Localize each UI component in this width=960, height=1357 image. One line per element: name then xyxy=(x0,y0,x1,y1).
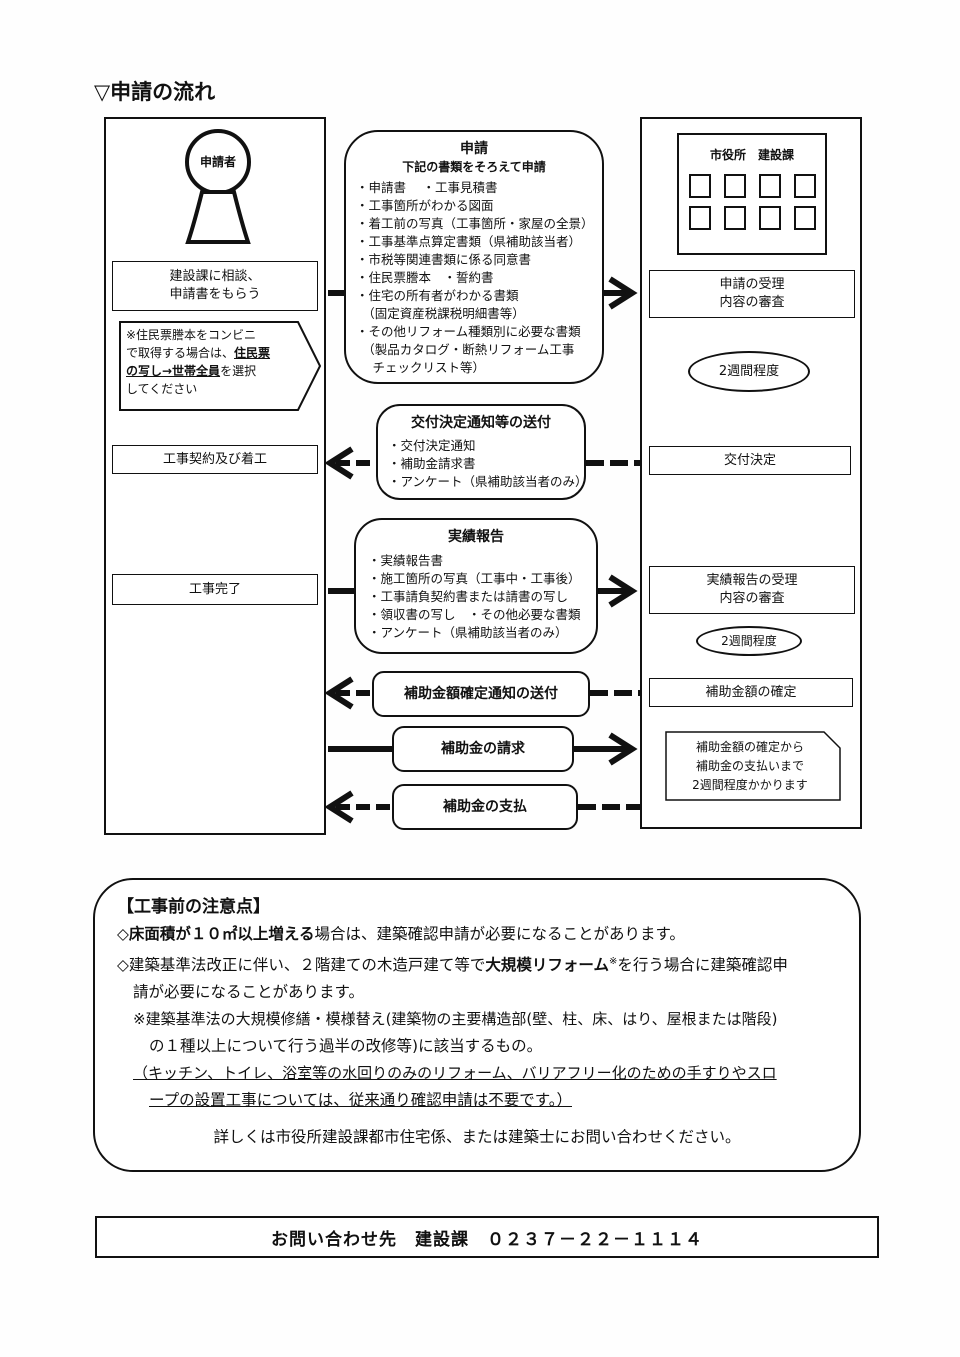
notice-title: 交付決定通知等の送付 xyxy=(411,415,551,431)
precaution-note4: ープの設置工事については、従来通り確認申請は不要です。） xyxy=(149,1091,572,1110)
list-item: ・工事請負契約書または請書の写し xyxy=(368,589,569,604)
list-item: ・市税等関連書類に係る同意書 xyxy=(356,252,532,267)
city-hall-icon: 市役所 建設課 xyxy=(677,133,827,255)
report-receipt-line1: 実績報告の受理 xyxy=(706,573,798,588)
contact-box: お問い合わせ先 建設課 ０２３７－２２－１１１４ xyxy=(95,1216,879,1258)
list-item: ・住民票謄本 ・誓約書 xyxy=(356,270,494,285)
precaution-line2: ◇建築基準法改正に伴い、２階建ての木造戸建て等で大規模リフォーム※を行う場合に建… xyxy=(117,948,859,979)
application-box: 申請 下記の書類をそろえて申請 ・申請書 ・工事見積書 ・工事箇所がわかる図面 … xyxy=(344,130,604,384)
payment-note-line1: 補助金額の確定から xyxy=(695,739,804,754)
list-item: ・着工前の写真（工事箇所・家屋の全景） xyxy=(356,216,594,231)
applicant-label: 申請者 xyxy=(199,155,236,169)
list-item: チェックリスト等） xyxy=(356,360,485,375)
report-box: 実績報告 ・実績報告書 ・施工箇所の写真（工事中・工事後） ・工事請負契約書また… xyxy=(354,518,598,654)
list-item: ・領収書の写し ・その他必要な書類 xyxy=(368,607,581,622)
precaution-note3: （キッチン、トイレ、浴室等の水回りのみのリフォーム、バリアフリー化のための手すり… xyxy=(133,1064,777,1083)
precautions-footer: 詳しくは市役所建設課都市住宅係、または建築士にお問い合わせください。 xyxy=(213,1128,741,1147)
application-items: ・申請書 ・工事見積書 ・工事箇所がわかる図面 ・着工前の写真（工事箇所・家屋の… xyxy=(356,179,602,377)
two-weeks-oval-1: 2週間程度 xyxy=(688,351,810,392)
list-item: ・その他リフォーム種類別に必要な書類 xyxy=(356,324,581,339)
section-title: ▽申請の流れ xyxy=(94,80,216,104)
consult-step-line2: 申請書をもらう xyxy=(169,287,261,302)
two-weeks-oval-2: 2週間程度 xyxy=(696,626,802,656)
claim-box: 補助金の請求 xyxy=(392,726,574,772)
precaution-note2: の１種以上について行う過半の改修等)に該当するもの。 xyxy=(149,1037,543,1056)
notice-box: 交付決定通知等の送付 ・交付決定通知 ・補助金請求書 ・アンケート（県補助該当者… xyxy=(376,404,588,500)
note-line3-bold: の写し→世帯全員 xyxy=(126,364,221,378)
list-item: ・アンケート（県補助該当者のみ） xyxy=(388,474,588,489)
consult-step-line1: 建設課に相談、 xyxy=(169,269,261,284)
report-receipt-step: 実績報告の受理 内容の審査 xyxy=(649,566,855,614)
complete-step: 工事完了 xyxy=(112,574,318,605)
list-item: ・住宅の所有者がわかる書類 xyxy=(356,288,519,303)
list-item: ・申請書 ・工事見積書 xyxy=(356,180,498,195)
payment-note-line2: 補助金の支払いまで xyxy=(695,758,804,773)
note-line4: してください xyxy=(126,382,198,396)
receipt-step: 申請の受理 内容の審査 xyxy=(649,270,855,318)
receipt-line2: 内容の審査 xyxy=(719,295,785,310)
precaution-line1-bold: 床面積が１０㎡以上増える xyxy=(128,925,315,943)
residence-note: ※住民票謄本をコンビニ で取得する場合は、住民票 の写し→世帯全員を選択 してく… xyxy=(126,326,298,398)
application-subtitle: 下記の書類をそろえて申請 xyxy=(402,160,546,174)
diamond-bullet: ◇ xyxy=(117,925,129,943)
note-line3: を選択 xyxy=(220,364,257,378)
contract-step: 工事契約及び着工 xyxy=(112,445,318,474)
list-item: （固定資産税課税明細書等） xyxy=(356,306,525,321)
list-item: ・アンケート（県補助該当者のみ） xyxy=(368,625,568,640)
list-item: ・工事箇所がわかる図面 xyxy=(356,198,494,213)
precaution-note1: ※建築基準法の大規模修繕・模様替え(建築物の主要構造部(壁、柱、床、はり、屋根ま… xyxy=(133,1010,778,1029)
note-line2: で取得する場合は、 xyxy=(126,346,235,360)
payment-note-shape xyxy=(665,731,841,801)
precautions-box: 【工事前の注意点】 ◇床面積が１０㎡以上増える場合は、建築確認申請が必要になるこ… xyxy=(93,878,861,1172)
precaution-line1-rest: 場合は、建築確認申請が必要になることがあります。 xyxy=(314,925,685,943)
payment-note: 補助金額の確定から 補助金の支払いまで 2週間程度かかります xyxy=(668,734,832,798)
payment-box: 補助金の支払 xyxy=(392,784,578,830)
note-line2-bold: 住民票 xyxy=(234,346,271,360)
precaution-line2-bold: 大規模リフォーム xyxy=(485,956,609,975)
list-item: ・実績報告書 xyxy=(368,553,444,568)
report-receipt-line2: 内容の審査 xyxy=(719,591,785,606)
amount-notice-box: 補助金額確定通知の送付 xyxy=(372,671,590,717)
precautions-title: 【工事前の注意点】 xyxy=(117,897,270,917)
precaution-line2-rest: を行う場合に建築確認申 xyxy=(617,956,788,975)
amount-confirm-step: 補助金額の確定 xyxy=(649,678,853,707)
list-item: ・補助金請求書 xyxy=(388,456,476,471)
city-label: 市役所 建設課 xyxy=(709,148,794,162)
notice-items: ・交付決定通知 ・補助金請求書 ・アンケート（県補助該当者のみ） xyxy=(388,437,588,491)
precaution-line1: ◇床面積が１０㎡以上増える場合は、建築確認申請が必要になることがあります。 xyxy=(117,921,859,948)
report-items: ・実績報告書 ・施工箇所の写真（工事中・工事後） ・工事請負契約書または請書の写… xyxy=(368,552,596,642)
report-title: 実績報告 xyxy=(448,529,504,545)
precaution-line2-cont: 請が必要になることがあります。 xyxy=(133,983,364,1002)
list-item: ・工事基準点算定書類（県補助該当者） xyxy=(356,234,582,249)
payment-note-line3: 2週間程度かかります xyxy=(692,777,808,792)
precaution-line2-prefix: ◇建築基準法改正に伴い、２階建ての木造戸建て等で xyxy=(117,956,486,975)
note-line1: ※住民票謄本をコンビニ xyxy=(126,328,257,342)
receipt-line1: 申請の受理 xyxy=(719,277,785,292)
list-item: （製品カタログ・断熱リフォーム工事 xyxy=(356,342,575,357)
footnote-mark: ※ xyxy=(608,956,618,967)
list-item: ・施工箇所の写真（工事中・工事後） xyxy=(368,571,581,586)
consult-step: 建設課に相談、 申請書をもらう xyxy=(112,261,318,311)
list-item: ・交付決定通知 xyxy=(388,438,476,453)
decision-step: 交付決定 xyxy=(649,446,851,475)
person-icon xyxy=(185,129,251,244)
note-shape xyxy=(119,321,322,411)
application-title: 申請 xyxy=(460,141,488,157)
